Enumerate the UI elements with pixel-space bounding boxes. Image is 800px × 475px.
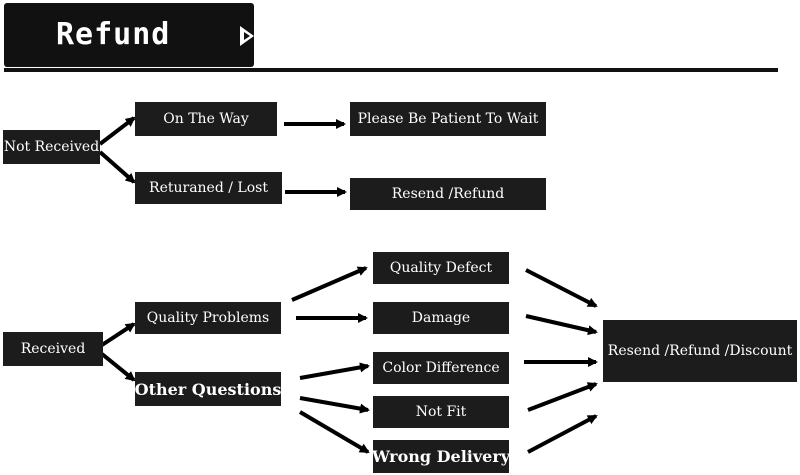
header-divider — [4, 68, 778, 72]
arrow-received-to-quality — [100, 322, 136, 347]
header-banner: Refund — [4, 3, 254, 67]
issue-not-fit: Not Fit — [373, 396, 509, 428]
issue-wrong-delivery: Wrong Delivery — [372, 440, 510, 473]
page-title: Refund — [56, 17, 171, 52]
arrow-other-to-color — [299, 362, 370, 380]
arrow-defect-to-result — [525, 268, 598, 308]
arrow-wrong-to-result — [527, 414, 598, 454]
arrow-received-to-other — [100, 352, 136, 382]
not-received-node: Not Received — [3, 130, 100, 164]
resend-refund-node: Resend /Refund — [350, 178, 546, 210]
arrow-damage-to-result — [525, 314, 598, 336]
issue-color-difference: Color Difference — [373, 352, 509, 384]
received-node: Received — [3, 332, 103, 366]
issue-quality-defect: Quality Defect — [373, 252, 509, 284]
resend-refund-discount-node: Resend /Refund /Discount — [603, 320, 797, 382]
arrow-notfit-to-result — [527, 382, 598, 412]
arrow-quality-to-defect — [291, 266, 368, 302]
play-icon — [240, 26, 254, 46]
issue-damage: Damage — [373, 302, 509, 334]
on-the-way-node: On The Way — [135, 102, 277, 136]
please-wait-node: Please Be Patient To Wait — [350, 102, 546, 136]
returned-lost-node: Returaned / Lost — [135, 172, 282, 204]
arrow-not-received-to-returned — [98, 150, 136, 184]
quality-problems-node: Quality Problems — [135, 302, 281, 334]
arrow-other-to-notfit — [299, 396, 370, 414]
other-questions-node: Other Questions — [135, 372, 281, 406]
arrow-other-to-wrong — [298, 410, 370, 454]
arrow-not-received-to-on-the-way — [98, 116, 136, 146]
